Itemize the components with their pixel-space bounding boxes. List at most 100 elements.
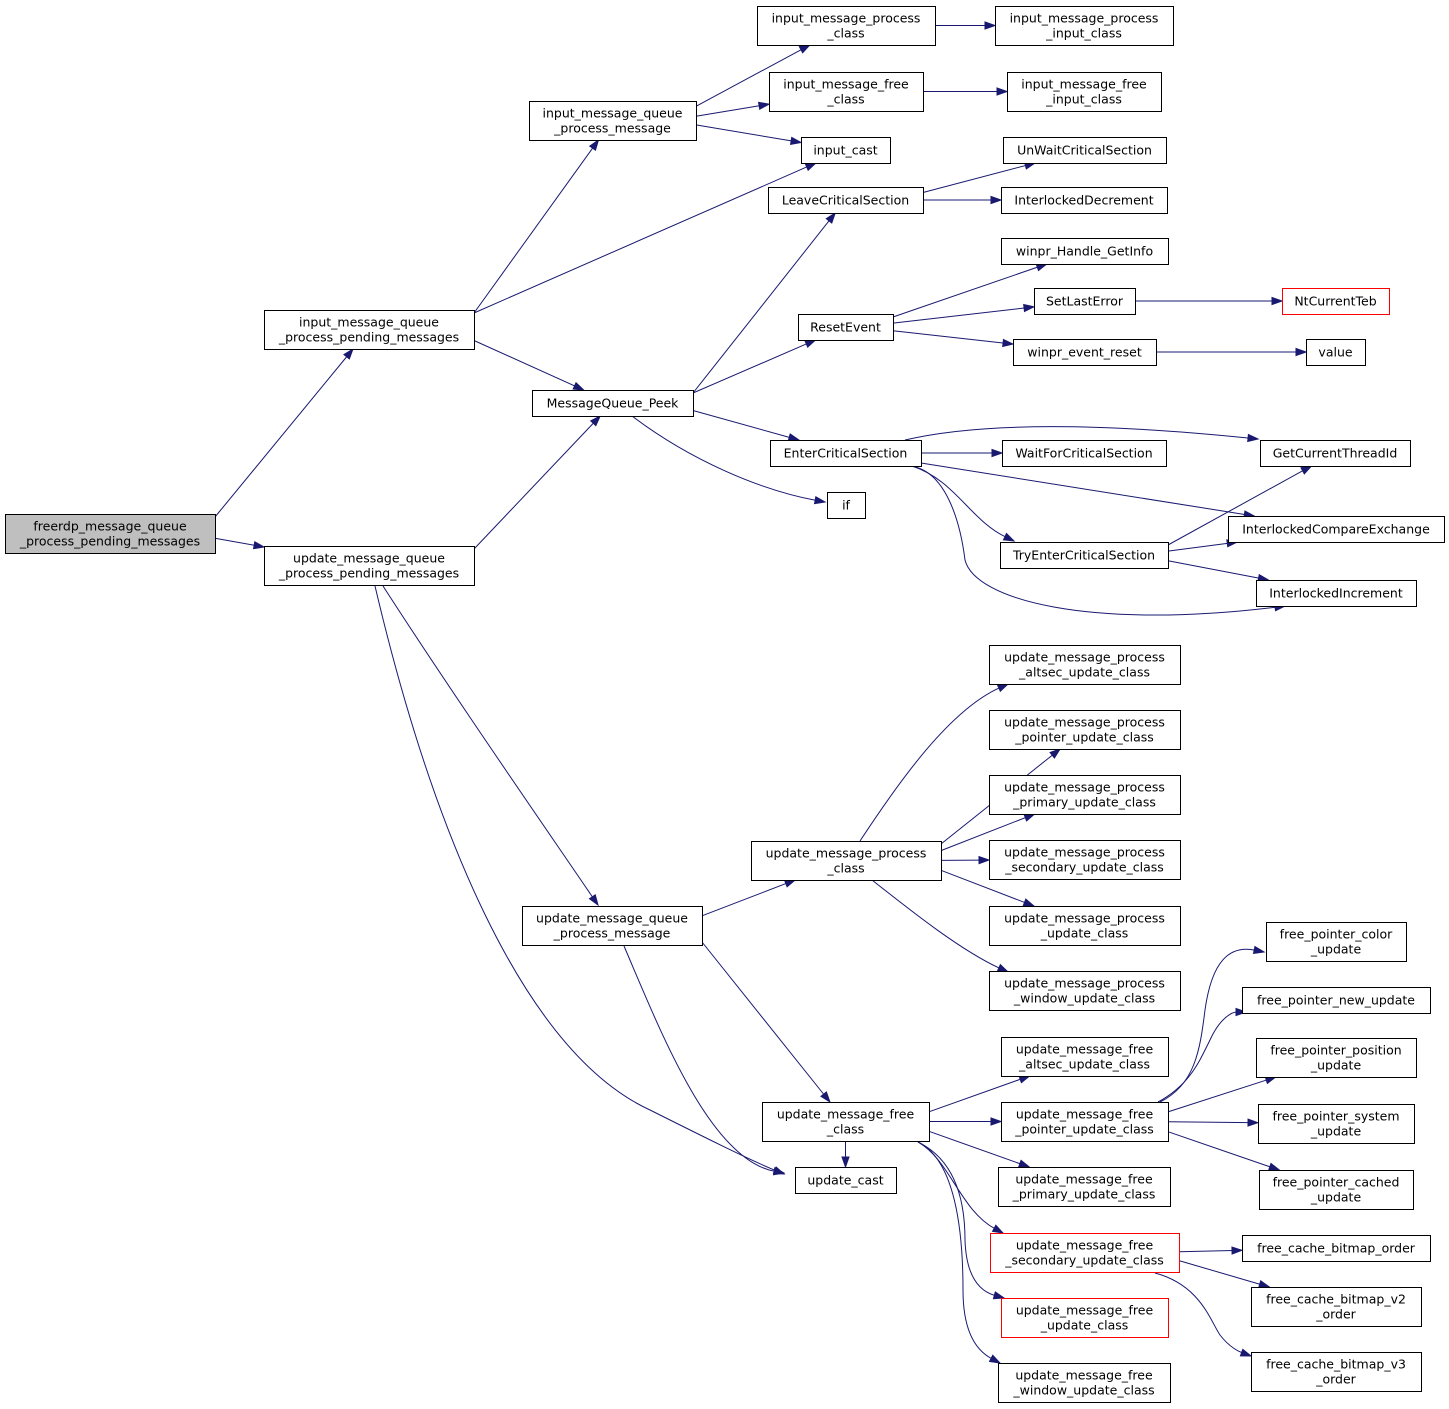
node-tecs[interactable]: TryEnterCriticalSection bbox=[1000, 542, 1169, 569]
call-nodes: freerdp_message_queue_process_pending_me… bbox=[5, 6, 1445, 1403]
edge-mqpeek-to-ecs bbox=[692, 410, 801, 442]
edge-line bbox=[473, 166, 808, 314]
node-fpsys[interactable]: free_pointer_system_update bbox=[1258, 1104, 1415, 1144]
node-umpa[interactable]: update_message_process_altsec_update_cla… bbox=[989, 645, 1181, 685]
node-label: update_message_queue bbox=[293, 551, 445, 566]
edge-imqppm-to-mqpeek bbox=[473, 340, 586, 391]
node-box bbox=[1034, 288, 1136, 315]
node-label: free_pointer_system bbox=[1272, 1109, 1399, 1124]
node-umpp[interactable]: update_message_process_pointer_update_cl… bbox=[989, 710, 1181, 750]
node-fcbo[interactable]: free_cache_bitmap_order bbox=[1242, 1235, 1431, 1262]
node-label: _update bbox=[1310, 942, 1362, 957]
node-if[interactable]: if bbox=[827, 492, 866, 519]
node-root[interactable]: freerdp_message_queue_process_pending_me… bbox=[5, 514, 216, 554]
edge-umqpm-to-umfc bbox=[701, 941, 831, 1104]
node-umps[interactable]: update_message_process_secondary_update_… bbox=[989, 840, 1181, 880]
node-ntteb[interactable]: NtCurrentTeb bbox=[1282, 288, 1390, 315]
node-unwait[interactable]: UnWaitCriticalSection bbox=[1003, 137, 1167, 164]
node-label: _input_class bbox=[1045, 26, 1122, 41]
node-label: free_pointer_position bbox=[1270, 1043, 1401, 1058]
node-fcbo3[interactable]: free_cache_bitmap_v3_order bbox=[1251, 1352, 1422, 1392]
node-umpc[interactable]: update_message_process_class bbox=[751, 841, 942, 881]
node-box bbox=[989, 971, 1181, 1011]
edge-umqppm-to-umqpm bbox=[382, 585, 599, 907]
node-umfa[interactable]: update_message_free_altsec_update_class bbox=[1001, 1037, 1169, 1077]
edge-arrow bbox=[789, 136, 803, 145]
node-hgi[interactable]: winpr_Handle_GetInfo bbox=[1001, 238, 1169, 265]
node-fppos[interactable]: free_pointer_position_update bbox=[1256, 1038, 1417, 1078]
node-reset[interactable]: ResetEvent bbox=[798, 314, 894, 341]
edge-line bbox=[1167, 560, 1260, 579]
node-sle[interactable]: SetLastError bbox=[1034, 288, 1136, 315]
node-box bbox=[1260, 440, 1411, 467]
node-box bbox=[264, 310, 475, 350]
edge-arrow bbox=[1049, 748, 1062, 759]
node-umppr[interactable]: update_message_process_primary_update_cl… bbox=[989, 775, 1181, 815]
edge-umfc-to-umfu bbox=[917, 1141, 1006, 1300]
node-umfs[interactable]: update_message_free_secondary_update_cla… bbox=[990, 1233, 1180, 1273]
node-umfp[interactable]: update_message_free_pointer_update_class bbox=[1001, 1102, 1169, 1142]
node-mqpeek[interactable]: MessageQueue_Peek bbox=[532, 390, 694, 417]
node-label: _pointer_update_class bbox=[1014, 730, 1154, 745]
node-umfw[interactable]: update_message_free_window_update_class bbox=[998, 1363, 1171, 1403]
node-lcs[interactable]: LeaveCriticalSection bbox=[768, 187, 924, 214]
edge-arrow bbox=[1247, 1118, 1260, 1127]
node-imqpm[interactable]: input_message_queue_process_message bbox=[529, 101, 697, 141]
node-fcbo2[interactable]: free_cache_bitmap_v2_order bbox=[1251, 1287, 1422, 1327]
node-label: _class bbox=[826, 861, 864, 876]
node-box bbox=[1003, 137, 1167, 164]
node-label: free_cache_bitmap_v3 bbox=[1266, 1357, 1406, 1372]
node-idec[interactable]: InterlockedDecrement bbox=[1001, 187, 1168, 214]
node-imfc[interactable]: input_message_free_class bbox=[769, 72, 924, 112]
node-wfcs[interactable]: WaitForCriticalSection bbox=[1002, 440, 1167, 467]
node-icast[interactable]: input_cast bbox=[801, 137, 891, 164]
node-value[interactable]: value bbox=[1306, 339, 1366, 366]
node-label: LeaveCriticalSection bbox=[782, 193, 909, 208]
edge-line bbox=[922, 164, 1027, 193]
node-fpcache[interactable]: free_pointer_cached_update bbox=[1259, 1170, 1414, 1210]
node-fpcol[interactable]: free_pointer_color_update bbox=[1266, 922, 1407, 962]
edge-arrow bbox=[804, 162, 818, 172]
node-umqppm[interactable]: update_message_queue_process_pending_mes… bbox=[264, 546, 475, 586]
edge-impc-to-impic bbox=[935, 21, 997, 30]
edge-umfc-to-umfw bbox=[917, 1141, 1002, 1364]
edge-reset-to-wer bbox=[892, 330, 1015, 348]
edge-line bbox=[473, 422, 595, 550]
node-umfpr[interactable]: update_message_free_primary_update_class bbox=[998, 1167, 1171, 1207]
edge-line bbox=[473, 340, 576, 387]
edge-arrow bbox=[804, 339, 817, 349]
edge-umpc-to-umps bbox=[940, 855, 991, 865]
edge-arrow bbox=[1300, 465, 1313, 475]
edge-arrow bbox=[588, 893, 599, 907]
node-umqpm[interactable]: update_message_queue_process_message bbox=[522, 906, 703, 946]
node-ice[interactable]: InterlockedCompareExchange bbox=[1228, 516, 1445, 543]
node-label: ResetEvent bbox=[810, 320, 881, 335]
node-impc[interactable]: input_message_process_class bbox=[757, 6, 936, 46]
node-wer[interactable]: winpr_event_reset bbox=[1013, 339, 1157, 366]
node-ucast[interactable]: update_cast bbox=[795, 1167, 897, 1194]
edge-line bbox=[623, 945, 776, 1172]
node-gcti[interactable]: GetCurrentThreadId bbox=[1260, 440, 1411, 467]
node-iinc[interactable]: InterlockedIncrement bbox=[1256, 580, 1417, 607]
edge-umfs-to-fcbo2 bbox=[1178, 1260, 1271, 1289]
edge-line bbox=[695, 105, 761, 117]
edge-arrow bbox=[991, 448, 1004, 458]
node-ecs[interactable]: EnterCriticalSection bbox=[770, 440, 922, 467]
node-box bbox=[989, 840, 1181, 880]
node-fpnew[interactable]: free_pointer_new_update bbox=[1242, 987, 1431, 1014]
edge-arrow bbox=[990, 195, 1003, 205]
node-box bbox=[1266, 922, 1407, 962]
node-umfu[interactable]: update_message_free_update_class bbox=[1001, 1298, 1169, 1338]
node-impic[interactable]: input_message_process_input_class bbox=[995, 6, 1174, 46]
node-imfic[interactable]: input_message_free_input_class bbox=[1007, 72, 1162, 112]
edge-umfp-to-fpcol bbox=[1159, 945, 1266, 1103]
node-label: input_message_process bbox=[772, 11, 921, 26]
edge-line bbox=[940, 816, 1027, 852]
node-umpw[interactable]: update_message_process_window_update_cla… bbox=[989, 971, 1181, 1011]
edge-arrow bbox=[1002, 532, 1016, 542]
node-umpu[interactable]: update_message_process_update_class bbox=[989, 906, 1181, 946]
edge-umfp-to-fpnew bbox=[1157, 1007, 1248, 1103]
node-imqppm[interactable]: input_message_queue_process_pending_mess… bbox=[264, 310, 475, 350]
node-umfc[interactable]: update_message_free_class bbox=[762, 1102, 930, 1142]
